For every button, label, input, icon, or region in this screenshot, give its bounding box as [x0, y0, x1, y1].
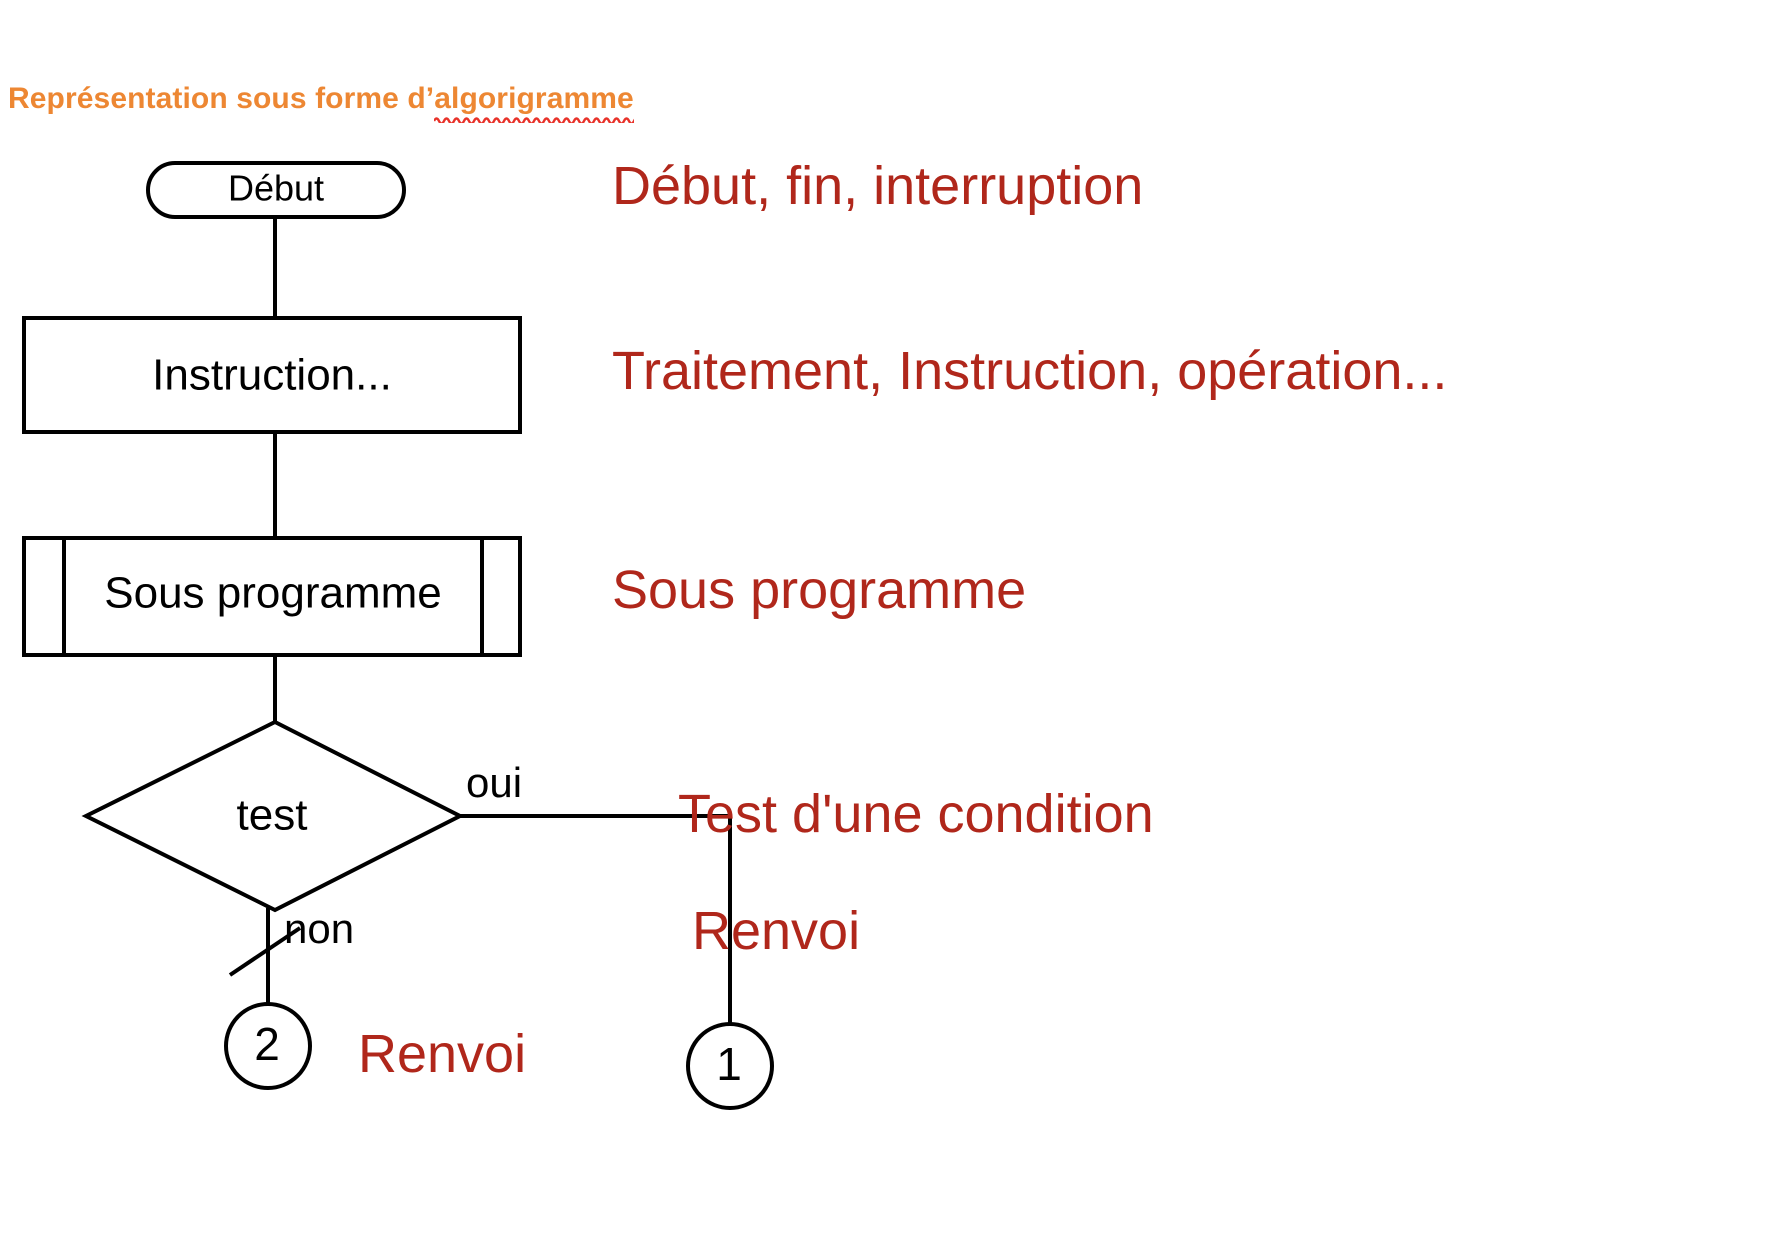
legend-label-terminator: Début, fin, interruption — [612, 156, 1144, 216]
connector-crossing-slash — [228, 926, 302, 977]
node-subprogram[interactable]: Sous programme — [22, 536, 522, 657]
node-process-label: Instruction... — [152, 351, 392, 400]
legend-label-process: Traitement, Instruction, opération... — [612, 341, 1448, 401]
node-start[interactable]: Début — [146, 161, 406, 219]
connector-test-yes-to-ref1 — [460, 814, 732, 1025]
edge-label-oui: oui — [466, 759, 522, 806]
page-title: Représentation sous forme d’algorigramme — [8, 82, 634, 123]
spellcheck-squiggle-underline — [434, 116, 634, 123]
edge-label-non: non — [284, 905, 354, 952]
node-ref2-label: 2 — [254, 1018, 280, 1070]
connector-circle-shape — [686, 1022, 774, 1110]
node-process[interactable]: Instruction... — [22, 316, 522, 434]
legend-label-decision: Test d'une condition — [678, 784, 1154, 844]
node-test-label: test — [237, 791, 308, 840]
connector-circle-shape — [224, 1002, 312, 1090]
node-subprogram-label: Sous programme — [104, 569, 441, 618]
node-test[interactable]: test — [81, 719, 465, 913]
legend-label-ref1: Renvoi — [692, 901, 861, 961]
terminator-shape — [146, 161, 406, 219]
node-ref1[interactable]: 1 — [686, 1022, 774, 1110]
process-shape — [22, 316, 522, 434]
node-ref1-label: 1 — [716, 1038, 742, 1090]
predefined-process-shape — [22, 536, 522, 657]
page-title-misspelled-text: algorigramme — [434, 82, 634, 115]
page-title-misspelled-word: algorigramme — [434, 82, 634, 123]
decision-shape — [81, 719, 465, 913]
node-ref2[interactable]: 2 — [224, 1002, 312, 1090]
legend-label-subprogram: Sous programme — [612, 560, 1027, 620]
page-title-prefix: Représentation sous forme d’ — [8, 82, 435, 115]
node-start-label: Début — [228, 168, 324, 209]
legend-label-ref2: Renvoi — [358, 1024, 527, 1084]
